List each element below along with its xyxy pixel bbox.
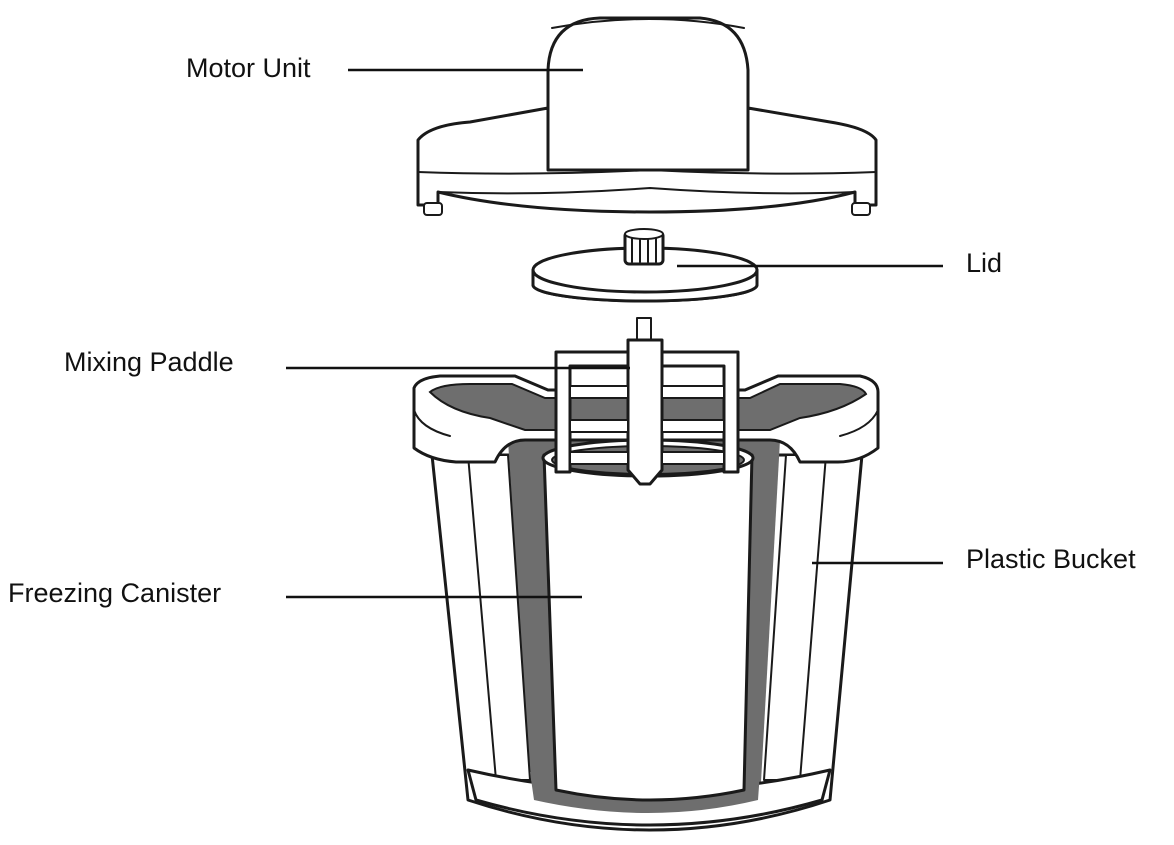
callout-freezing-canister: Freezing Canister [8, 578, 582, 608]
callout-plastic-bucket: Plastic Bucket [812, 544, 1136, 574]
callout-lid: Lid [677, 248, 1002, 278]
label-motor-unit: Motor Unit [186, 53, 311, 83]
label-mixing-paddle: Mixing Paddle [64, 347, 234, 377]
lid-illustration [531, 228, 759, 303]
callout-motor-unit: Motor Unit [186, 53, 583, 83]
callout-mixing-paddle: Mixing Paddle [64, 347, 630, 377]
label-lid: Lid [966, 248, 1002, 278]
motor-unit-illustration [416, 16, 878, 216]
mixing-paddle-illustration [554, 317, 740, 486]
label-freezing-canister: Freezing Canister [8, 578, 221, 608]
label-plastic-bucket: Plastic Bucket [966, 544, 1136, 574]
bucket-illustration [412, 374, 880, 832]
